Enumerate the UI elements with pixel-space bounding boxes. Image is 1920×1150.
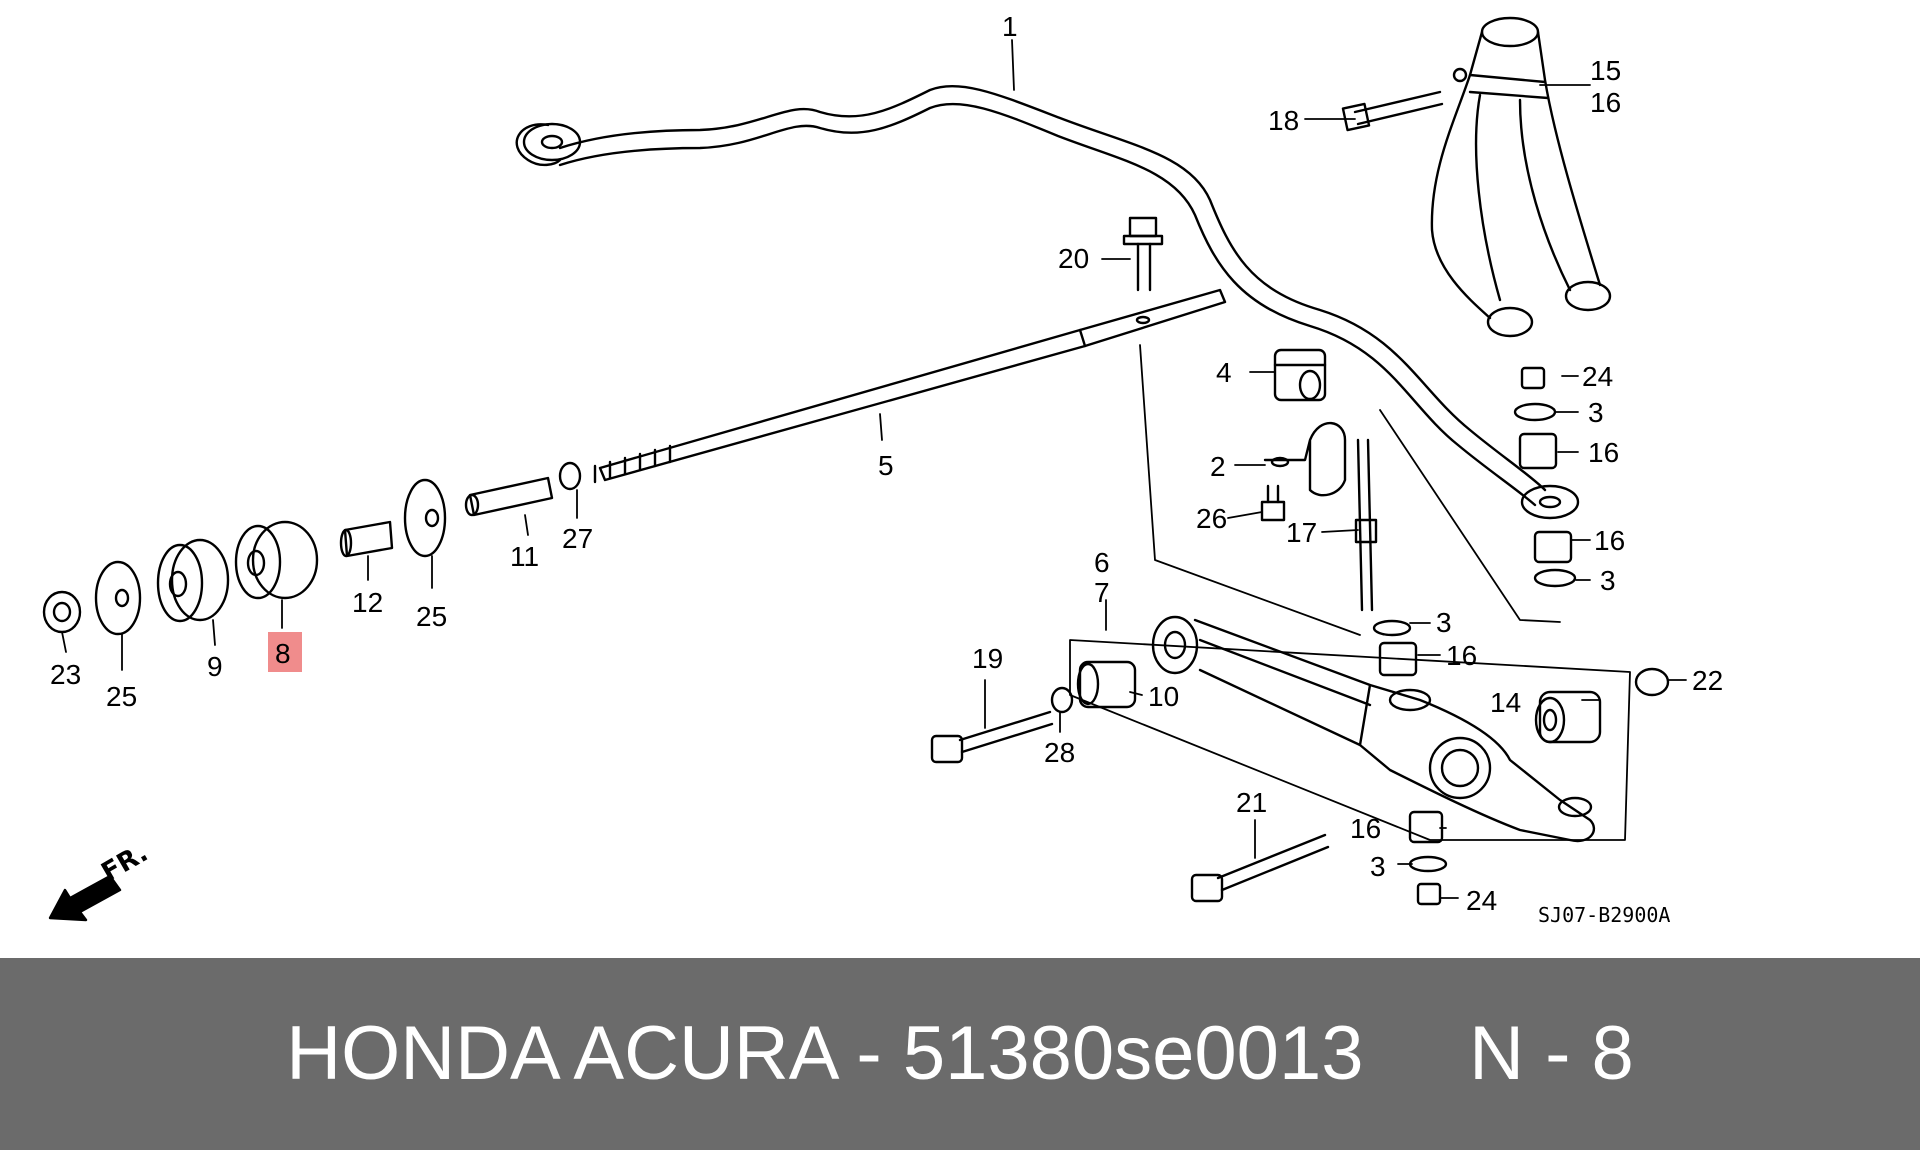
nut-27: [558, 461, 582, 491]
part-label-23: 23: [50, 659, 81, 690]
bushing-13: [1534, 690, 1602, 744]
washer-3-a: [1513, 402, 1557, 422]
bushing-8: [234, 520, 319, 600]
washer-3-c: [1372, 619, 1412, 637]
washer-28: [1050, 686, 1074, 714]
nut-22: [1634, 667, 1670, 697]
part-label-11: 11: [510, 541, 539, 572]
stud-17: [1354, 438, 1378, 612]
radius-rod: [593, 288, 1227, 484]
part-label-14: 15: [1590, 55, 1621, 86]
part-label-16-b: 16: [1594, 525, 1625, 556]
stabilizer-bracket: [1263, 421, 1347, 497]
part-label-7: 7: [1094, 577, 1110, 608]
part-label-25-right: 25: [416, 601, 447, 632]
bushing-16-c: [1378, 641, 1418, 677]
part-label-22: 22: [1692, 665, 1723, 696]
part-label-21: 21: [1236, 787, 1267, 818]
part-label-12: 12: [352, 587, 383, 618]
bushing-16-d: [1408, 810, 1444, 844]
part-label-20: 20: [1058, 243, 1089, 274]
nut-24-top: [1520, 366, 1546, 390]
part-label-3-b: 3: [1600, 565, 1616, 596]
part-label-3-d: 3: [1370, 851, 1386, 882]
bolt-21: [1190, 833, 1330, 903]
assembly-outline-3: [1379, 409, 1561, 623]
washer-25-right: [403, 478, 447, 558]
highlight-box: [268, 632, 302, 672]
part-label-28: 28: [1044, 737, 1075, 768]
front-direction-arrow: [48, 874, 122, 922]
part-label-8: 8: [275, 638, 291, 669]
part-label-10: 10: [1148, 681, 1179, 712]
lower-control-arm: [1151, 615, 1596, 843]
part-label-15: 16: [1590, 87, 1621, 118]
diagram-code: SJ07-B2900A: [1538, 903, 1670, 927]
bushing-16-a: [1518, 432, 1558, 470]
part-label-27: 27: [562, 523, 593, 554]
footer-caption: HONDA ACURA - 51380se0013 N - 8: [0, 958, 1920, 1150]
part-label-16-c: 16: [1446, 640, 1477, 671]
part-label-3-c: 3: [1436, 607, 1452, 638]
parts-diagram: 1 15 16 18 20 4 24 3 16 5 2 26 17 16 3 6…: [42, 11, 1723, 927]
footer-bar: HONDA ACURA - 51380se0013 N - 8: [0, 958, 1920, 1150]
part-number: 51380se0013: [902, 1011, 1364, 1096]
part-label-19: 19: [972, 643, 1003, 674]
part-label-16-a: 16: [1588, 437, 1619, 468]
assembly-outline-2: [1139, 344, 1361, 636]
bushing-16-b: [1533, 530, 1573, 564]
position-label: N - 8: [1469, 1011, 1634, 1096]
bolt-26: [1260, 484, 1286, 522]
part-label-4: 4: [1216, 357, 1232, 388]
part-label-1: 1: [1002, 11, 1018, 42]
bushing-9: [156, 538, 230, 623]
washer-3-b: [1533, 568, 1577, 588]
part-label-24-b: 24: [1466, 885, 1497, 916]
spacer-12: [339, 520, 394, 558]
collar-11: [464, 476, 554, 517]
nut-23: [42, 590, 82, 634]
bolt-19: [930, 710, 1054, 764]
part-label-17: 17: [1286, 517, 1317, 548]
part-label-9: 9: [207, 651, 223, 682]
part-label-6: 6: [1094, 547, 1110, 578]
part-label-25-left: 25: [106, 681, 137, 712]
stabilizer-bar: [515, 84, 1580, 520]
part-label-16-d: 16: [1350, 813, 1381, 844]
part-labels: 1 15 16 18 20 4 24 3 16 5 2 26 17 16 3 6…: [50, 11, 1723, 916]
assembly-outline: [1069, 639, 1631, 841]
brand-name: HONDA ACURA: [286, 1011, 836, 1096]
washer-25-left: [94, 560, 142, 636]
bolt-18: [1341, 90, 1444, 132]
washer-3-d: [1408, 855, 1448, 873]
part-label-5: 5: [878, 450, 894, 481]
part-label-26: 26: [1196, 503, 1227, 534]
part-label-3-a: 3: [1588, 397, 1604, 428]
part-label-18: 18: [1268, 105, 1299, 136]
nut-24-bottom: [1416, 882, 1442, 906]
part-label-13: 14: [1490, 687, 1521, 718]
bolt-20: [1122, 216, 1164, 292]
separator: -: [835, 1011, 903, 1096]
leader-lines: [61, 39, 1687, 899]
bushing-10: [1076, 660, 1137, 709]
part-label-24-a: 24: [1582, 361, 1613, 392]
knuckle-bracket: [1430, 16, 1612, 338]
part-label-2: 2: [1210, 451, 1226, 482]
stabilizer-bushing: [1273, 348, 1327, 402]
